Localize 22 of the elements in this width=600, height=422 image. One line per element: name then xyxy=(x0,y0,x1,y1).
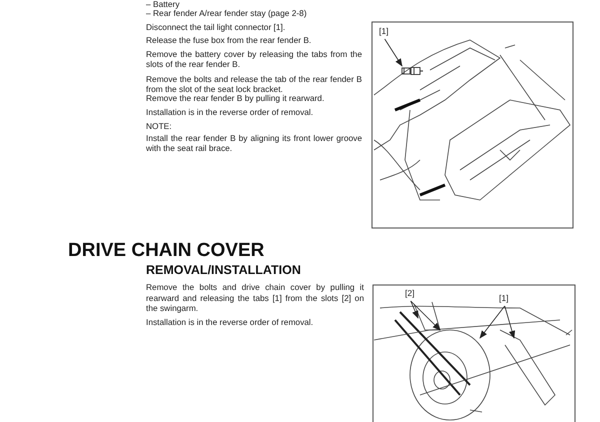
list-item: – Rear fender A/rear fender stay (page 2-8) xyxy=(146,8,308,18)
leader-line xyxy=(480,306,506,339)
leader-line xyxy=(504,306,516,339)
connector-drawing xyxy=(401,66,423,76)
section-subtitle: REMOVAL/INSTALLATION xyxy=(146,263,301,278)
instruction-text: Installation is in the reverse order of removal. xyxy=(146,107,314,117)
instruction-text: Remove the bolts and drive chain cover by pulling it rearward and releasing the tabs [1] from the slots [2] on the swingarm. xyxy=(146,282,364,314)
instruction-text: Remove the bolts and release the tab of the rear fender B from the slot of the seat lock bracket. xyxy=(146,74,362,94)
note-heading: NOTE: xyxy=(146,121,172,131)
note-text: Install the rear fender B by aligning its front lower groove with the seat rail brace. xyxy=(146,133,362,153)
leader-line xyxy=(410,300,441,331)
section-title: DRIVE CHAIN COVER xyxy=(68,240,264,262)
instruction-text: Remove the rear fender B by pulling it rearward. xyxy=(146,93,326,103)
callout-number: [2] xyxy=(404,288,416,298)
callout-number: [1] xyxy=(378,26,390,36)
leader-line xyxy=(410,300,418,319)
instruction-text: Installation is in the reverse order of removal. xyxy=(146,317,314,327)
instruction-text: Disconnect the tail light connector [1]. xyxy=(146,22,286,32)
list-item: – Battery xyxy=(146,0,181,9)
instruction-text: Remove the battery cover by releasing the tabs from the slots of the rear fender B. xyxy=(146,49,362,69)
instruction-text: Release the fuse box from the rear fender B. xyxy=(146,35,312,45)
callout-number: [1] xyxy=(498,293,510,303)
